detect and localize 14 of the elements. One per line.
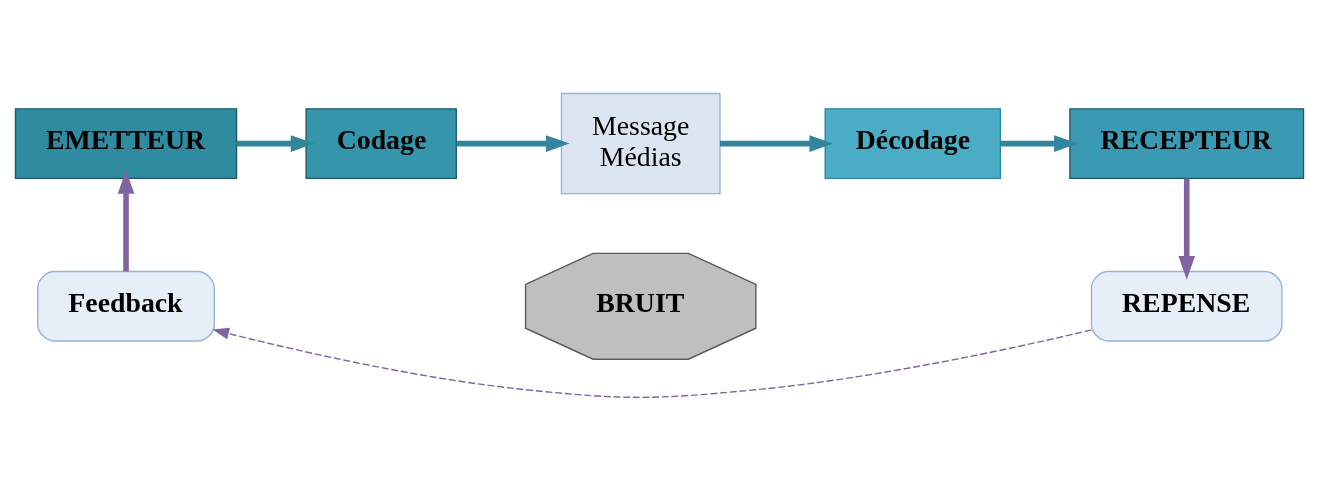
arrow bbox=[720, 134, 834, 152]
node-box: Feedback bbox=[37, 270, 215, 342]
node-box: EMETTEUR bbox=[14, 107, 238, 179]
node-box: Décodage bbox=[824, 107, 1002, 179]
node-box: Message Médias bbox=[560, 92, 721, 194]
arrow bbox=[1178, 178, 1195, 280]
node-box: Codage bbox=[305, 107, 457, 179]
arrow bbox=[456, 134, 570, 152]
arrow bbox=[236, 134, 315, 152]
arrow bbox=[1000, 134, 1078, 152]
arrow bbox=[212, 327, 1093, 398]
arrow bbox=[117, 169, 135, 271]
node-box: REPENSE bbox=[1090, 270, 1283, 342]
node-box: RECEPTEUR bbox=[1069, 107, 1305, 179]
